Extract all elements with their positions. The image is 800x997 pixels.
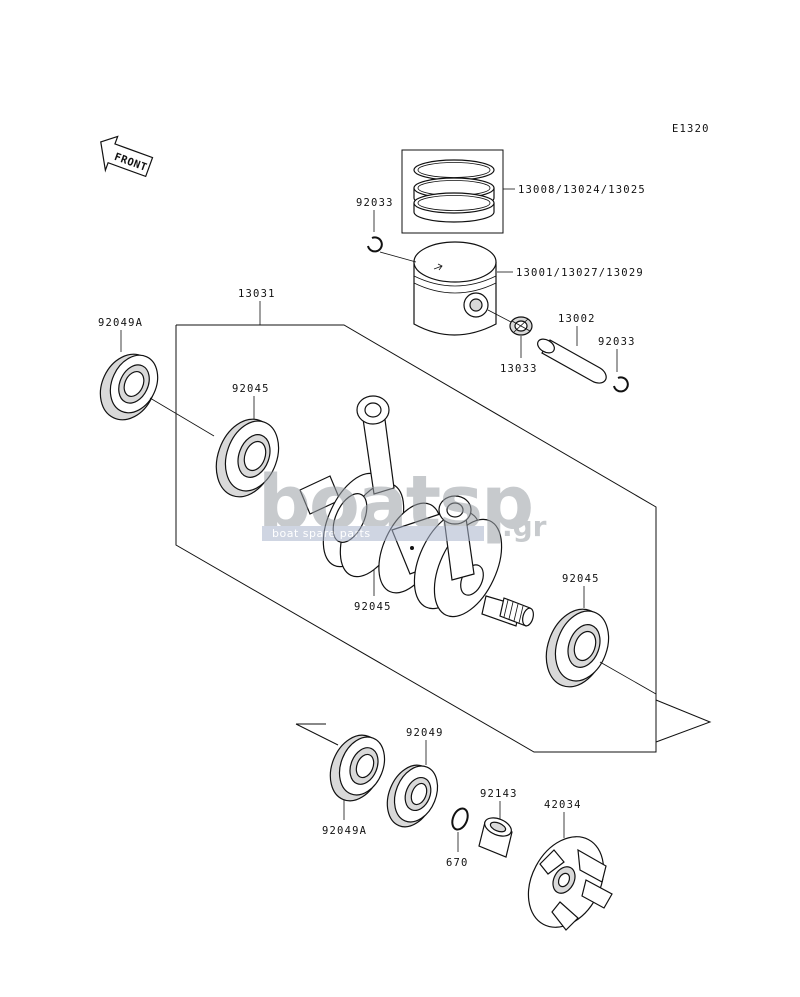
bearing-left[interactable] [206, 411, 288, 505]
callout-collar: 92143 [480, 788, 518, 800]
callout-bearing-bottom: 92049 [406, 727, 444, 739]
callout-circlip-right: 92033 [598, 336, 636, 348]
frame-pointer [655, 699, 712, 743]
callout-crankshaft-assy: 13031 [238, 288, 276, 300]
callout-piston: 13001/13027/13029 [516, 267, 644, 279]
callout-bearing-center: 92045 [354, 601, 392, 613]
callout-oil-seal-bottom: 92049A [322, 825, 367, 837]
circlip-right[interactable] [613, 376, 629, 393]
needle-bearing[interactable] [509, 316, 533, 336]
bearing-bottom[interactable] [379, 758, 446, 834]
watermark-logo: boatsp .gr boat spare parts [258, 460, 547, 546]
callout-bearing-right: 92045 [562, 573, 600, 585]
coupling[interactable] [513, 824, 618, 941]
callout-oil-seal-top: 92049A [98, 317, 143, 329]
piston-rings-frame [401, 149, 504, 234]
piston[interactable] [413, 241, 497, 336]
spacer-ring[interactable] [449, 806, 470, 832]
callout-piston-rings: 13008/13024/13025 [518, 184, 646, 196]
watermark-suffix: .gr [502, 510, 547, 543]
diagram-code: E1320 [672, 123, 710, 135]
collar[interactable] [478, 814, 514, 858]
callout-piston-pin: 13002 [558, 313, 596, 325]
callout-bearing-left: 92045 [232, 383, 270, 395]
oil-seal-top[interactable] [90, 345, 167, 429]
callout-coupling: 42034 [544, 799, 582, 811]
piston-rings[interactable] [401, 149, 504, 234]
callout-circlip-left: 92033 [356, 197, 394, 209]
bearing-right[interactable] [536, 601, 618, 695]
crankshaft-assy-frame [175, 324, 657, 753]
front-arrow-icon: FRONT [100, 135, 154, 178]
callout-needle-bearing: 13033 [500, 363, 538, 375]
callout-spacer-ring: 670 [446, 857, 469, 869]
circlip-left[interactable] [367, 236, 383, 253]
piston-pin[interactable] [535, 336, 607, 384]
piston-arrow-icon [433, 265, 443, 270]
oil-seal-bottom[interactable] [321, 727, 393, 808]
watermark-tagline: boat spare parts [272, 527, 371, 540]
